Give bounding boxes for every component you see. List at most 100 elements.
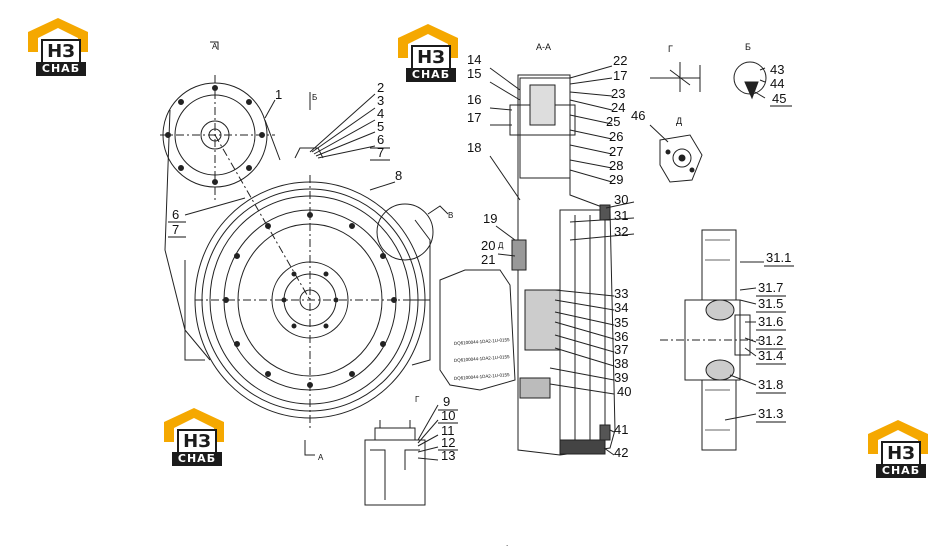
top-cap xyxy=(294,147,324,159)
callout-41: 41 xyxy=(614,422,628,437)
view-d-outline xyxy=(659,134,703,183)
callout-26: 26 xyxy=(609,129,623,144)
pump-housing xyxy=(519,77,571,179)
seal-block xyxy=(511,239,527,271)
callout-31-7: 31.7 xyxy=(758,280,783,295)
label-v-marker: В xyxy=(448,211,453,220)
callout-8: 8 xyxy=(395,168,402,183)
bottom-rim xyxy=(559,439,606,455)
detail-31 xyxy=(660,229,764,451)
front-view xyxy=(160,41,449,456)
logo-mark: НЗ xyxy=(411,45,451,71)
callout-31-4: 31.4 xyxy=(758,348,783,363)
callout-4: 4 xyxy=(377,106,384,121)
callout-16: 16 xyxy=(467,92,481,107)
right-boss xyxy=(376,203,434,261)
callout-39: 39 xyxy=(614,370,628,385)
footer-mark: . xyxy=(506,539,508,548)
callout-27: 27 xyxy=(609,144,623,159)
bottom-section-inner xyxy=(370,449,420,500)
callout-38: 38 xyxy=(614,356,628,371)
callout-24: 24 xyxy=(611,100,625,115)
callout-31-6: 31.6 xyxy=(758,314,783,329)
housing-left-leg xyxy=(184,260,205,361)
logo-top-left: НЗ СНАБ xyxy=(26,18,90,78)
callout-22: 22 xyxy=(613,53,627,68)
callout-31-1: 31.1 xyxy=(766,250,791,265)
callout-3: 3 xyxy=(377,93,384,108)
callout-19: 19 xyxy=(483,211,497,226)
logo-roof-icon xyxy=(28,18,88,52)
logo-bottom-right: НЗ СНАБ xyxy=(866,420,930,480)
label-view-b: Б xyxy=(745,42,751,52)
callout-31-8: 31.8 xyxy=(758,377,783,392)
callout-18: 18 xyxy=(467,140,481,155)
callout-34: 34 xyxy=(614,300,628,315)
view-d xyxy=(649,124,703,183)
part-code-2: DQ6100044-1DA2-1U-0155 xyxy=(454,354,510,363)
section-a-bottom-marker xyxy=(304,440,315,456)
logo-roof-icon xyxy=(164,408,224,442)
bottom-section-cap xyxy=(374,427,416,441)
callout-1: 1 xyxy=(275,87,282,102)
callout-37: 37 xyxy=(614,342,628,357)
callout-17b: 17 xyxy=(613,68,627,83)
label-b-marker: Б xyxy=(312,93,317,102)
logo-mark: НЗ xyxy=(881,441,921,467)
callout-30: 30 xyxy=(614,192,628,207)
callout-45: 45 xyxy=(772,91,786,106)
view-b-nozzle xyxy=(744,81,759,100)
callout-44: 44 xyxy=(770,76,784,91)
label-d-marker: Д xyxy=(498,241,504,250)
callout-7b: 7 xyxy=(172,222,179,237)
callout-42: 42 xyxy=(614,445,628,460)
callout-14: 14 xyxy=(467,52,481,67)
callout-21: 21 xyxy=(481,252,495,267)
part-code-1: DQ6100044-1DA2-1U-0155 xyxy=(454,337,510,346)
labels: А-А Б Г Д А А Б Г В Д 1 2 3 4 5 6 7 8 6 … xyxy=(172,42,791,548)
part-code-3: DQ6100044-1DA2-1U-0155 xyxy=(454,372,510,381)
view-b xyxy=(733,61,767,100)
logo-caption: СНАБ xyxy=(36,62,86,76)
bottom-section xyxy=(364,404,439,506)
label-view-d: Д xyxy=(676,116,682,126)
callout-36: 36 xyxy=(614,329,628,344)
callout-32: 32 xyxy=(614,224,628,239)
view-g-lines xyxy=(650,62,700,92)
label-view-g: Г xyxy=(668,44,673,54)
section-aa-leaders xyxy=(549,65,635,456)
label-a-top: А xyxy=(212,42,218,51)
logo-caption: СНАБ xyxy=(406,68,456,82)
view-g xyxy=(650,62,701,92)
callout-31-5: 31.5 xyxy=(758,296,783,311)
callout-33: 33 xyxy=(614,286,628,301)
callout-2: 2 xyxy=(377,80,384,95)
logo-roof-icon xyxy=(398,24,458,58)
callout-20: 20 xyxy=(481,238,495,253)
label-g-marker: Г xyxy=(415,395,420,404)
c-marker-arrow xyxy=(427,205,449,215)
callout-13: 13 xyxy=(441,448,455,463)
logo-caption: СНАБ xyxy=(172,452,222,466)
callout-28: 28 xyxy=(609,158,623,173)
callout-6: 6 xyxy=(377,132,384,147)
gear-section xyxy=(529,84,556,126)
housing-right-leg xyxy=(410,299,431,360)
callout-7: 7 xyxy=(377,145,384,160)
callout-31-3: 31.3 xyxy=(758,406,783,421)
callout-23: 23 xyxy=(611,86,625,101)
logo-bottom-left: НЗ СНАБ xyxy=(162,408,226,468)
callout-43: 43 xyxy=(770,62,784,77)
callout-6b: 6 xyxy=(172,207,179,222)
callout-40: 40 xyxy=(617,384,631,399)
label-underlines xyxy=(168,105,794,451)
callout-31: 31 xyxy=(614,208,628,223)
callout-35: 35 xyxy=(614,315,628,330)
callout-11: 11 xyxy=(441,423,455,438)
callout-46: 46 xyxy=(631,108,645,123)
callout-31-2: 31.2 xyxy=(758,333,783,348)
label-a-bottom: А xyxy=(318,453,324,462)
bearing-block xyxy=(519,377,551,399)
